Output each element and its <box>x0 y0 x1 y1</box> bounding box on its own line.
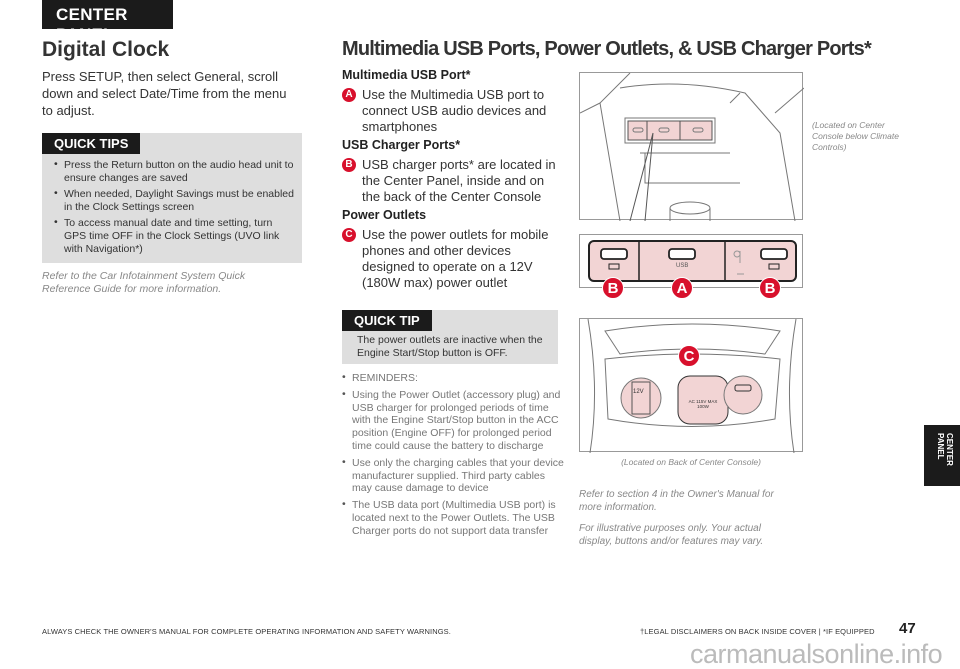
note-owners-manual: Refer to section 4 in the Owner's Manual… <box>579 489 774 513</box>
callout-b-right: B <box>759 277 781 299</box>
callout-a: A <box>671 277 693 299</box>
reminder-item: The USB data port (Multimedia USB port) … <box>342 498 564 537</box>
watermark: carmanualsonline.info <box>690 639 943 669</box>
tip-item: When needed, Daylight Savings must be en… <box>52 187 296 214</box>
tip-item: To access manual date and time setting, … <box>52 216 296 256</box>
console-illustration <box>579 72 805 222</box>
badge-b: B <box>342 158 356 172</box>
callout-c: C <box>678 345 700 367</box>
page-number: 47 <box>899 620 916 637</box>
reminder-item: Use only the charging cables that your d… <box>342 456 564 495</box>
quick-tip-text: The power outlets are inactive when the … <box>357 334 543 359</box>
badge-a: A <box>342 88 356 102</box>
quick-tip-label: QUICK TIP <box>342 310 432 331</box>
reminder-item: Using the Power Outlet (accessory plug) … <box>342 388 564 453</box>
tip-item: Press the Return button on the audio hea… <box>52 158 296 185</box>
clock-note: Refer to the Car Infotainment System Qui… <box>42 270 246 295</box>
note-illustrative: For illustrative purposes only. Your act… <box>579 523 764 547</box>
rear-console-illustration: 12V AC 115V MAX 100W <box>579 318 803 454</box>
clock-title: Digital Clock <box>42 38 170 61</box>
outlet-12v-label: 12V <box>633 389 644 395</box>
caption-top: (Located on Center Console below Climate… <box>812 120 899 152</box>
caption-bottom: (Located on Back of Center Console) <box>621 457 761 467</box>
section-heading: Multimedia USB Port* <box>342 68 471 82</box>
usb-title: Multimedia USB Ports, Power Outlets, & U… <box>342 38 872 60</box>
section-tab: CENTER PANEL <box>42 0 173 44</box>
footer-disclaimer: †LEGAL DISCLAIMERS ON BACK INSIDE COVER … <box>640 627 875 636</box>
reminder-item: REMINDERS: <box>342 371 564 385</box>
quick-tip-box: QUICK TIP The power outlets are inactive… <box>342 310 558 364</box>
callout-b-left: B <box>602 277 624 299</box>
footer-warning: ALWAYS CHECK THE OWNER'S MANUAL FOR COMP… <box>42 627 451 636</box>
section-heading: USB Charger Ports* <box>342 138 461 152</box>
quick-tips-label: QUICK TIPS <box>42 133 141 154</box>
section-heading: Power Outlets <box>342 208 427 222</box>
side-tab: CENTER PANEL <box>924 425 960 486</box>
badge-c: C <box>342 228 356 242</box>
clock-body: Press SETUP, then select General, scroll… <box>42 69 287 118</box>
outlet-ac-label: AC 115V MAX 100W <box>688 399 718 409</box>
quick-tips-box: QUICK TIPS Press the Return button on th… <box>42 133 302 263</box>
reminders-list: REMINDERS: Using the Power Outlet (acces… <box>342 371 564 542</box>
usb-label: USB <box>676 263 689 269</box>
